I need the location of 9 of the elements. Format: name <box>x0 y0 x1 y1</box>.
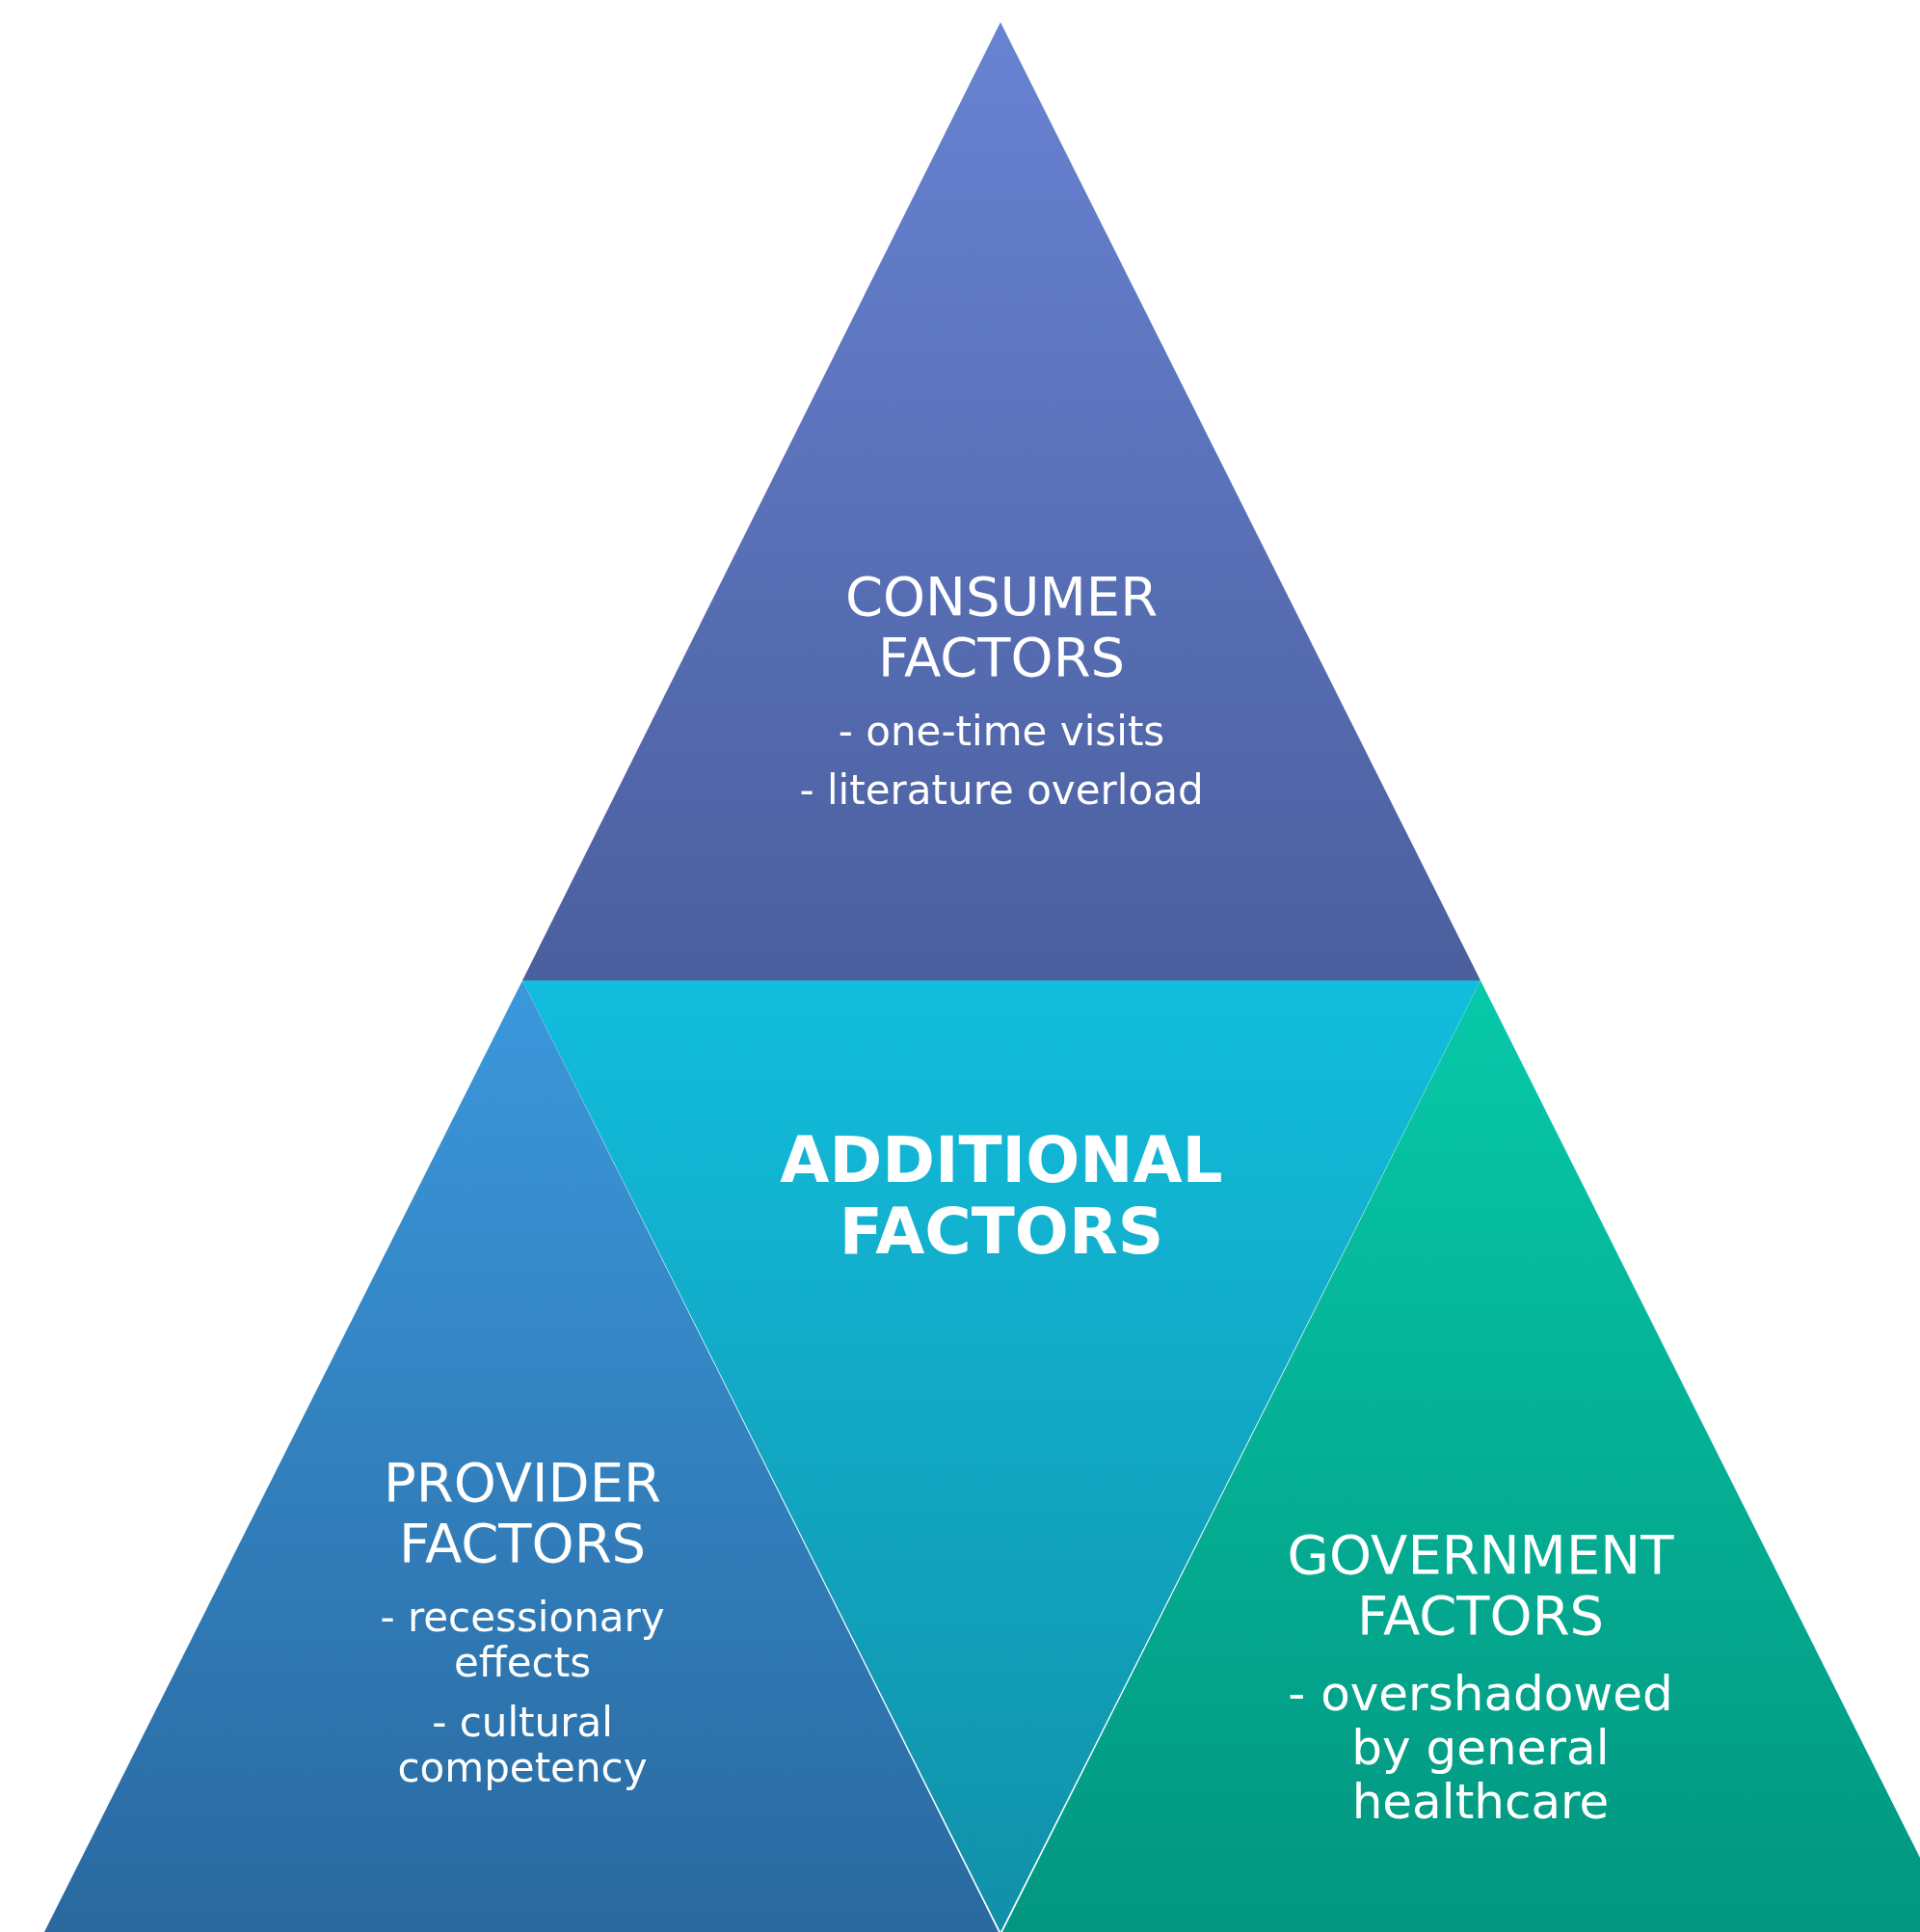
bullet-text: - recessionary effects <box>379 1595 666 1686</box>
bullet-text: - literature overload <box>798 767 1205 814</box>
segment-heading: PROVIDER FACTORS <box>383 1453 662 1574</box>
segment-heading: ADDITIONAL FACTORS <box>780 1125 1223 1268</box>
bullet-text: - one-time visits <box>837 709 1166 755</box>
bullet-text: - cultural competency <box>396 1699 649 1790</box>
segment-heading: GOVERNMENT FACTORS <box>1286 1525 1675 1647</box>
segment-heading: CONSUMER FACTORS <box>843 567 1160 688</box>
bullet-text: - overshadowed by general healthcare <box>1287 1667 1674 1830</box>
